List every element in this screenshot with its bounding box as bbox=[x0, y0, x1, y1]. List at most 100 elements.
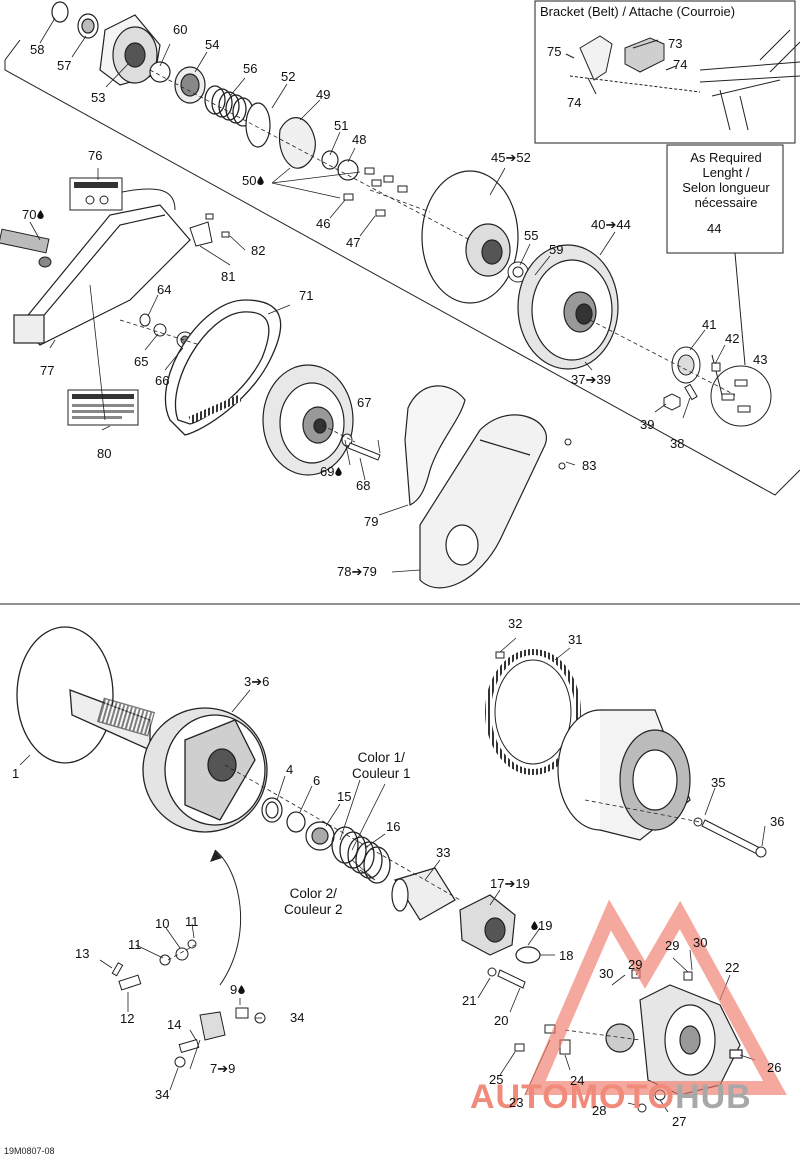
callout-79: 79 bbox=[364, 514, 379, 529]
callout-58: 58 bbox=[30, 42, 45, 57]
callout-68: 68 bbox=[356, 478, 371, 493]
callout-74-upper: 74 bbox=[673, 57, 688, 72]
watermark-part1: AUTOMOTO bbox=[470, 1078, 676, 1116]
movable-sheave-3 bbox=[142, 707, 268, 833]
callout-19: 19 bbox=[530, 919, 552, 933]
callout-36: 36 bbox=[770, 814, 785, 829]
sheave-40 bbox=[517, 244, 619, 370]
drop-icon bbox=[37, 210, 44, 219]
callout-73: 73 bbox=[668, 36, 683, 51]
callout-50: 50 bbox=[242, 174, 264, 188]
color2-note: Color 2/ Couleur 2 bbox=[284, 886, 343, 918]
callout-33: 33 bbox=[436, 845, 451, 860]
callout-22: 22 bbox=[725, 960, 740, 975]
roller-parts bbox=[111, 939, 266, 1068]
callout-69: 69 bbox=[320, 465, 342, 479]
callout-48: 48 bbox=[352, 132, 367, 147]
top-frame-lines bbox=[4, 39, 800, 496]
callout-17-19: 17➔19 bbox=[490, 876, 530, 891]
cup-49 bbox=[245, 102, 359, 181]
shaft-70 bbox=[0, 228, 52, 268]
callout-78-79: 78➔79 bbox=[337, 564, 377, 579]
callout-18: 18 bbox=[559, 948, 574, 963]
bracket-inset-box bbox=[534, 0, 796, 144]
callout-19-number: 19 bbox=[538, 918, 553, 933]
callout-27: 27 bbox=[672, 1114, 687, 1129]
watermark-logo bbox=[524, 899, 787, 1095]
callout-20: 20 bbox=[494, 1013, 509, 1028]
bracket-81 bbox=[189, 213, 230, 247]
hub-22 bbox=[605, 984, 743, 1096]
watermark-part2: HUB bbox=[675, 1078, 752, 1116]
callout-26: 26 bbox=[767, 1060, 782, 1075]
belt-guard-77 bbox=[13, 204, 191, 346]
callout-13: 13 bbox=[75, 946, 90, 961]
callout-71: 71 bbox=[299, 288, 314, 303]
callout-56: 56 bbox=[243, 61, 258, 76]
pulley-69 bbox=[262, 364, 354, 476]
callout-24: 24 bbox=[570, 1073, 585, 1088]
as-required-note: As Required Lenght / Selon longueur néce… bbox=[672, 150, 780, 210]
watermark-text: AUTOMOTOHUB bbox=[470, 1078, 752, 1117]
callout-82: 82 bbox=[251, 243, 266, 258]
driven-pulley-45 bbox=[421, 170, 519, 304]
drive-belt-71 bbox=[164, 299, 282, 436]
sleeve-33 bbox=[391, 867, 456, 921]
drop-icon bbox=[238, 985, 245, 994]
callout-59: 59 bbox=[549, 242, 564, 257]
callout-67: 67 bbox=[357, 395, 372, 410]
color1-note: Color 1/ Couleur 1 bbox=[352, 750, 411, 782]
callout-38: 38 bbox=[670, 436, 685, 451]
callout-65: 65 bbox=[134, 354, 149, 369]
callout-57: 57 bbox=[57, 58, 72, 73]
callout-9: 9 bbox=[230, 983, 245, 997]
callout-64: 64 bbox=[157, 282, 172, 297]
leader-lines-top bbox=[29, 17, 726, 573]
callout-30-right: 30 bbox=[693, 935, 708, 950]
callout-76: 76 bbox=[88, 148, 103, 163]
callout-39: 39 bbox=[640, 417, 655, 432]
rings-4-6-15 bbox=[261, 797, 335, 851]
callout-74-lower: 74 bbox=[567, 95, 582, 110]
callout-50-number: 50 bbox=[242, 173, 257, 188]
assembly-axes-bottom bbox=[167, 764, 701, 1041]
bracket-inset-title: Bracket (Belt) / Attache (Courroie) bbox=[540, 4, 736, 19]
callout-29-right: 29 bbox=[665, 938, 680, 953]
bolt-detail-circle bbox=[710, 365, 772, 427]
callout-11-right: 11 bbox=[185, 914, 199, 929]
callout-53: 53 bbox=[91, 90, 106, 105]
as-required-box bbox=[666, 144, 784, 254]
drawing-code: 19M0807-08 bbox=[4, 1146, 55, 1156]
as-required-line3: Selon longueur bbox=[682, 180, 770, 195]
callout-70-number: 70 bbox=[22, 207, 37, 222]
callout-40-44: 40➔44 bbox=[591, 217, 631, 232]
callout-6: 6 bbox=[313, 773, 321, 788]
callout-21: 21 bbox=[462, 993, 477, 1008]
callout-23: 23 bbox=[509, 1095, 524, 1110]
callout-49: 49 bbox=[316, 87, 331, 102]
callout-44: 44 bbox=[707, 221, 722, 236]
fixed-sheave-1 bbox=[16, 626, 156, 764]
callout-3-6: 3➔6 bbox=[244, 674, 270, 689]
callout-46: 46 bbox=[316, 216, 331, 231]
callout-66: 66 bbox=[155, 373, 170, 388]
drop-icon bbox=[257, 176, 264, 185]
callout-75: 75 bbox=[547, 44, 562, 59]
callout-12: 12 bbox=[120, 1011, 135, 1026]
callout-41: 41 bbox=[702, 317, 717, 332]
cover-79 bbox=[404, 385, 466, 506]
callout-34-lower: 34 bbox=[155, 1087, 170, 1102]
callout-37-39: 37➔39 bbox=[571, 372, 611, 387]
as-required-line2: Lenght / bbox=[702, 165, 750, 180]
callout-45-52: 45➔52 bbox=[491, 150, 531, 165]
callout-47: 47 bbox=[346, 235, 361, 250]
ring-gear-31 bbox=[485, 649, 581, 775]
callout-70: 70 bbox=[22, 208, 44, 222]
as-required-line4: nécessaire bbox=[694, 195, 758, 210]
callout-55: 55 bbox=[524, 228, 539, 243]
callout-51: 51 bbox=[334, 118, 349, 133]
drop-icon bbox=[531, 921, 538, 930]
bolt-detail-bolts bbox=[721, 379, 751, 413]
